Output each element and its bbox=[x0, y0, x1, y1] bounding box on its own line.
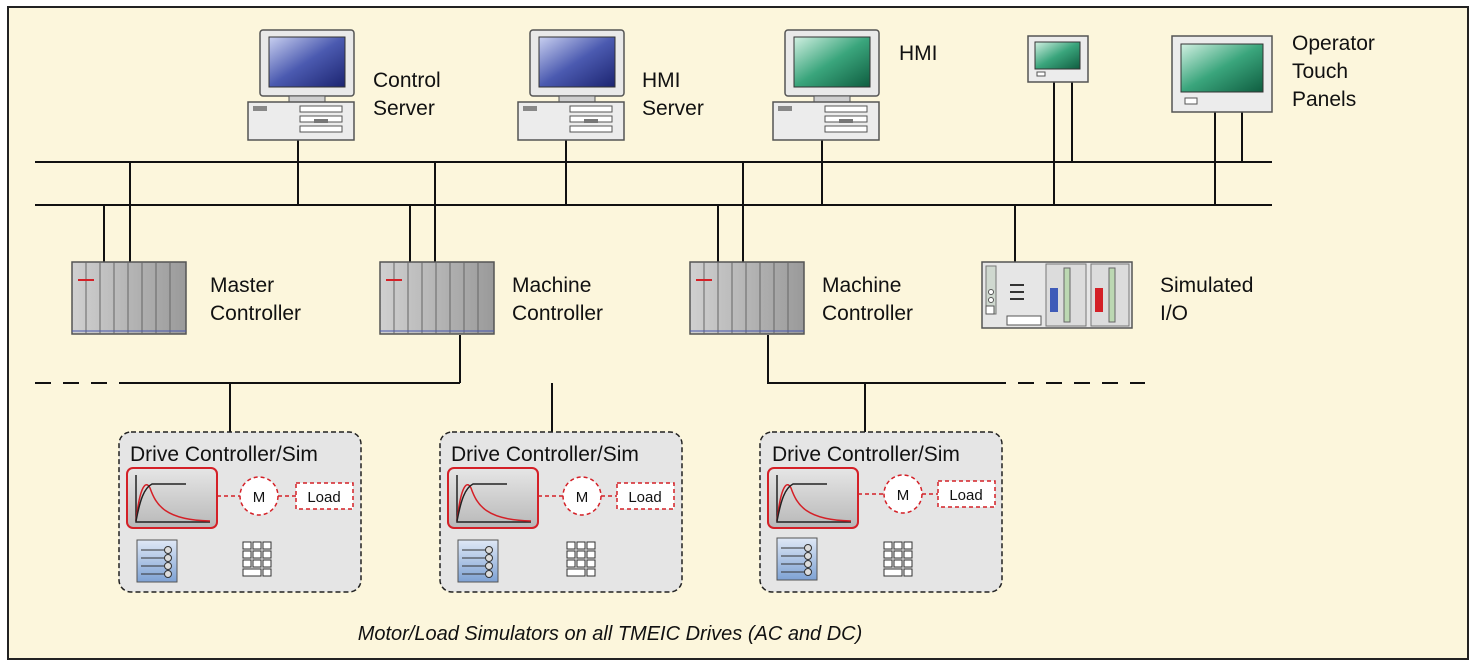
machine-controller-2-rack bbox=[689, 261, 805, 335]
drive-2-config-icon bbox=[457, 539, 499, 583]
operator-panels-label-line3: Panels bbox=[1292, 88, 1356, 111]
drive-box-3: Drive Controller/Sim M Load bbox=[759, 431, 1003, 593]
hmi-server-label-line1: HMI bbox=[642, 69, 681, 92]
control-server-icon bbox=[247, 29, 355, 141]
controller-connections bbox=[103, 162, 1016, 262]
drive-3-title: Drive Controller/Sim bbox=[772, 443, 960, 466]
drive-box-2: Drive Controller/Sim M Load bbox=[439, 431, 683, 593]
simulated-io-label-line1: Simulated bbox=[1160, 274, 1253, 297]
drive-3-config-icon bbox=[776, 537, 818, 581]
simulated-io-module bbox=[981, 261, 1133, 329]
control-server-label-line2: Server bbox=[373, 97, 435, 120]
drive-2-load-box bbox=[616, 482, 675, 510]
drive-3-motor-label: M bbox=[897, 487, 910, 504]
hmi-workstation-icon bbox=[772, 29, 880, 141]
drive-3-load-box bbox=[937, 480, 996, 508]
control-server-label-line1: Control bbox=[373, 69, 441, 92]
hmi-server-icon bbox=[517, 29, 625, 141]
drive-3-response-plot bbox=[767, 467, 859, 529]
drive-2-load-label: Load bbox=[628, 489, 661, 506]
drive-1-load-box bbox=[295, 482, 354, 510]
drive-3-load-label: Load bbox=[949, 487, 982, 504]
top-device-connections bbox=[297, 80, 1243, 205]
master-controller-label-line1: Master bbox=[210, 274, 274, 297]
drive-1-title: Drive Controller/Sim bbox=[130, 443, 318, 466]
simulated-io-label-line2: I/O bbox=[1160, 302, 1188, 325]
drive-2-response-plot bbox=[447, 467, 539, 529]
machine-controller-1-rack bbox=[379, 261, 495, 335]
drive-1-load-label: Load bbox=[307, 489, 340, 506]
machine-controller-1-label-line2: Controller bbox=[512, 302, 603, 325]
drive-2-title: Drive Controller/Sim bbox=[451, 443, 639, 466]
drive-3-keypad-icon bbox=[883, 541, 913, 577]
machine-controller-2-label-line1: Machine bbox=[822, 274, 901, 297]
drive-1-response-plot bbox=[126, 467, 218, 529]
drive-1-keypad-icon bbox=[242, 541, 272, 577]
small-touch-panel-icon bbox=[1027, 35, 1089, 83]
machine-controller-2-label-line2: Controller bbox=[822, 302, 913, 325]
master-controller-label-line2: Controller bbox=[210, 302, 301, 325]
operator-panels-label-line2: Touch bbox=[1292, 60, 1348, 83]
drive-2-keypad-icon bbox=[566, 541, 596, 577]
hmi-server-label-line2: Server bbox=[642, 97, 704, 120]
drive-network bbox=[35, 335, 1145, 432]
drive-box-1: Drive Controller/Sim M Load bbox=[118, 431, 362, 593]
large-touch-panel-icon bbox=[1171, 35, 1273, 113]
machine-controller-1-label-line1: Machine bbox=[512, 274, 591, 297]
operator-panels-label-line1: Operator bbox=[1292, 32, 1375, 55]
drive-1-motor-label: M bbox=[253, 489, 266, 506]
drive-1-config-icon bbox=[136, 539, 178, 583]
hmi-label: HMI bbox=[899, 42, 938, 65]
master-controller-rack bbox=[71, 261, 187, 335]
diagram-caption: Motor/Load Simulators on all TMEIC Drive… bbox=[358, 623, 863, 645]
drive-2-motor-label: M bbox=[576, 489, 589, 506]
